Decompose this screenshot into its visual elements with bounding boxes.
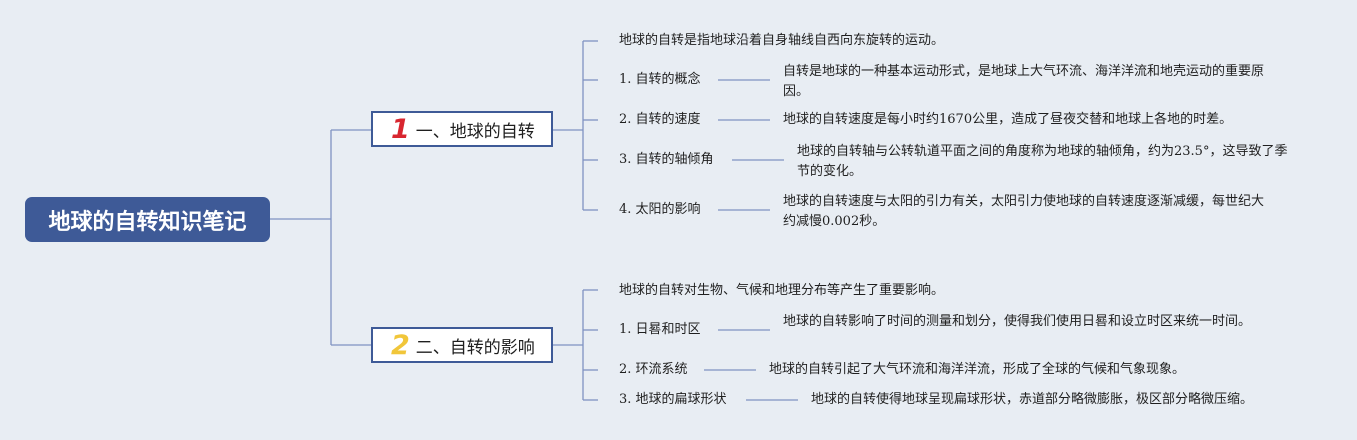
branch-2-item-1-label: 1. 日晷和时区 (619, 322, 701, 337)
branch-1-item-2-desc: 地球的自转速度是每小时约1670公里，造成了昼夜交替和地球上各地的时差。 (783, 112, 1233, 127)
branch-2-item-3-label: 3. 地球的扁球形状 (619, 392, 727, 407)
branch-node-2: 2 二、自转的影响 (371, 327, 553, 363)
root-node: 地球的自转知识笔记 (25, 197, 270, 242)
branch-2-item-2-label: 2. 环流系统 (619, 362, 688, 377)
branch-1-item-3-desc: 地球的自转轴与公转轨道平面之间的角度称为地球的轴倾角，约为23.5°，这导致了季… (797, 144, 1288, 179)
branch-1-item-3-label: 3. 自转的轴倾角 (619, 152, 714, 167)
branch-title: 一、地球的自转 (415, 121, 535, 142)
branch-node-1: 1 一、地球的自转 (371, 111, 553, 147)
branch-1-item-4-label: 4. 太阳的影响 (619, 202, 701, 217)
branch-2-intro: 地球的自转对生物、气候和地理分布等产生了重要影响。 (619, 283, 945, 298)
branch-2-item-1-desc: 地球的自转影响了时间的测量和划分，使得我们使用日晷和设立时区来统一时间。 (783, 314, 1252, 329)
branch-2-item-3-desc: 地球的自转使得地球呈现扁球形状，赤道部分略微膨胀，极区部分略微压缩。 (811, 392, 1254, 407)
branch-1-item-4-desc: 地球的自转速度与太阳的引力有关，太阳引力使地球的自转速度逐渐减缓，每世纪大约减慢… (783, 194, 1265, 229)
root-title: 地球的自转知识笔记 (48, 209, 247, 235)
branch-2-item-2-desc: 地球的自转引起了大气环流和海洋洋流，形成了全球的气候和气象现象。 (769, 362, 1186, 377)
branch-1-item-2-label: 2. 自转的速度 (619, 112, 701, 127)
number-1-icon: 1 (391, 113, 410, 145)
branch-title: 二、自转的影响 (415, 337, 535, 358)
number-2-icon: 2 (391, 329, 410, 361)
branch-1-item-1-label: 1. 自转的概念 (619, 72, 701, 87)
branch-1-intro: 地球的自转是指地球沿着自身轴线自西向东旋转的运动。 (619, 33, 945, 48)
branch-1-item-1-desc: 自转是地球的一种基本运动形式，是地球上大气环流、海洋洋流和地壳运动的重要原因。 (783, 64, 1265, 99)
